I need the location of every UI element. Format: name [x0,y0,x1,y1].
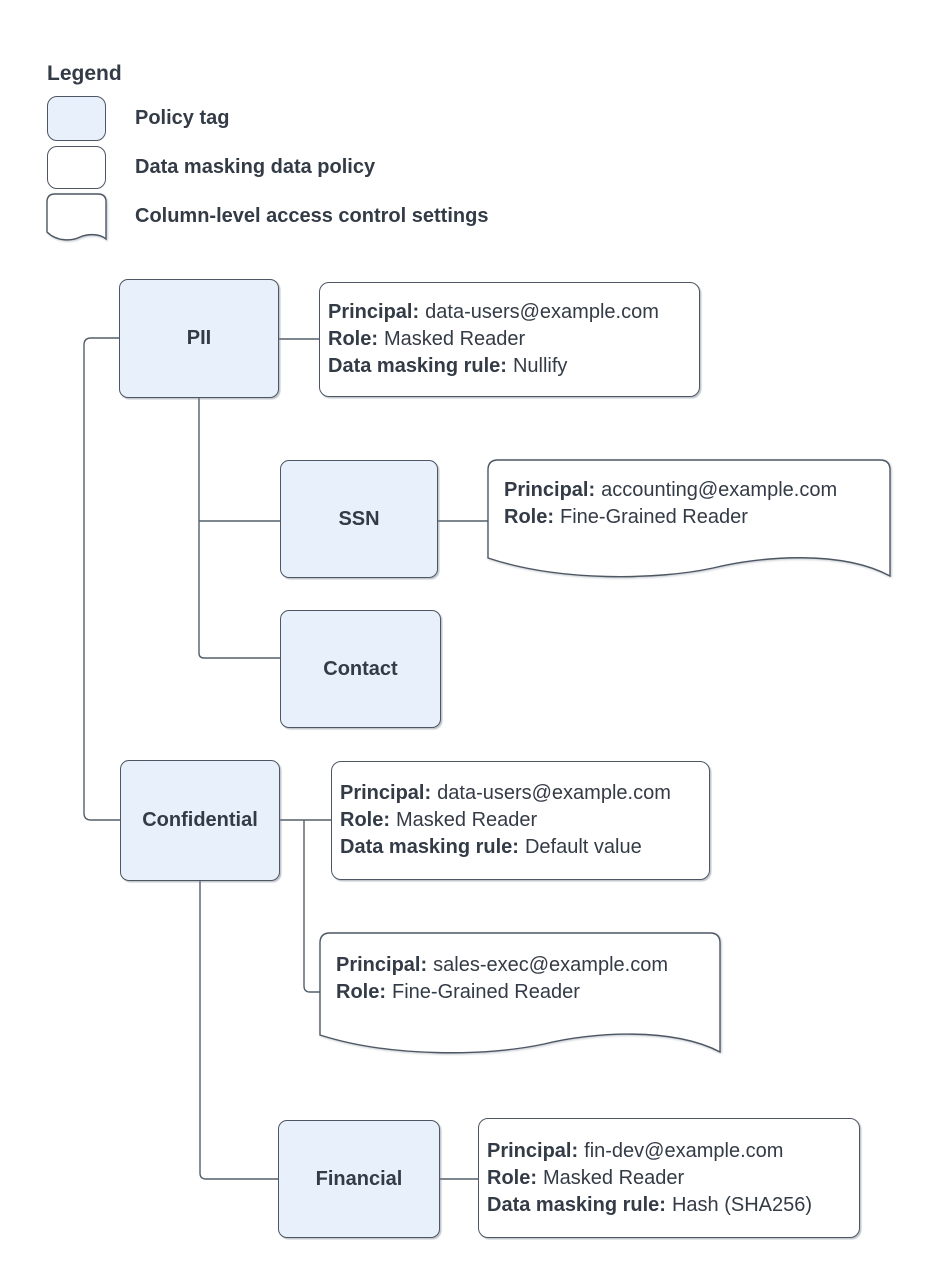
access-setting-confidential: Principal:sales-exec@example.com Role:Fi… [328,933,714,1035]
legend-item-policy-tag: Policy tag [135,107,230,129]
policy-line: Principal:data-users@example.com [340,782,671,804]
policy-line: Data masking rule:Default value [340,836,642,858]
data-policy-pii: Principal:data-users@example.com Role:Ma… [319,282,700,397]
access-line: Role:Fine-Grained Reader [336,981,580,1003]
legend-title: Legend [47,62,122,85]
access-line: Principal:sales-exec@example.com [336,954,668,976]
connector-trunk [83,337,120,821]
legend-item-column-access: Column-level access control settings [135,205,489,227]
legend-policy-tag-shape [47,96,106,141]
legend-data-policy-shape [47,146,106,189]
data-policy-confidential: Principal:data-users@example.com Role:Ma… [331,761,710,880]
connector-confidential-financial [199,881,278,1180]
access-setting-ssn: Principal:accounting@example.com Role:Fi… [496,460,884,558]
connector-pii-children [198,398,280,659]
policy-tag-ssn: SSN [280,460,438,578]
access-setting-ssn-shape [487,459,891,578]
policy-line: Data masking rule:Nullify [328,355,568,377]
policy-tag-contact: Contact [280,610,441,728]
legend-item-data-policy: Data masking data policy [135,156,376,178]
policy-tag-confidential: Confidential [120,760,280,881]
policy-line: Role:Masked Reader [328,328,526,350]
legend-column-access-shape [46,193,107,241]
connector-confidential-doc [303,820,320,993]
access-setting-confidential-shape [319,932,721,1054]
policy-tag-financial: Financial [278,1120,440,1238]
policy-line: Role:Masked Reader [340,809,538,831]
access-line: Principal:accounting@example.com [504,479,838,501]
policy-tag-pii: PII [119,279,279,398]
access-line: Role:Fine-Grained Reader [504,506,748,528]
policy-line: Role:Masked Reader [487,1166,685,1189]
policy-line: Data masking rule:Hash (SHA256) [487,1193,813,1216]
data-policy-financial: Principal:fin-dev@example.com Role:Maske… [478,1118,860,1238]
policy-line: Principal:fin-dev@example.com [487,1139,784,1162]
policy-line: Principal:data-users@example.com [328,301,659,323]
